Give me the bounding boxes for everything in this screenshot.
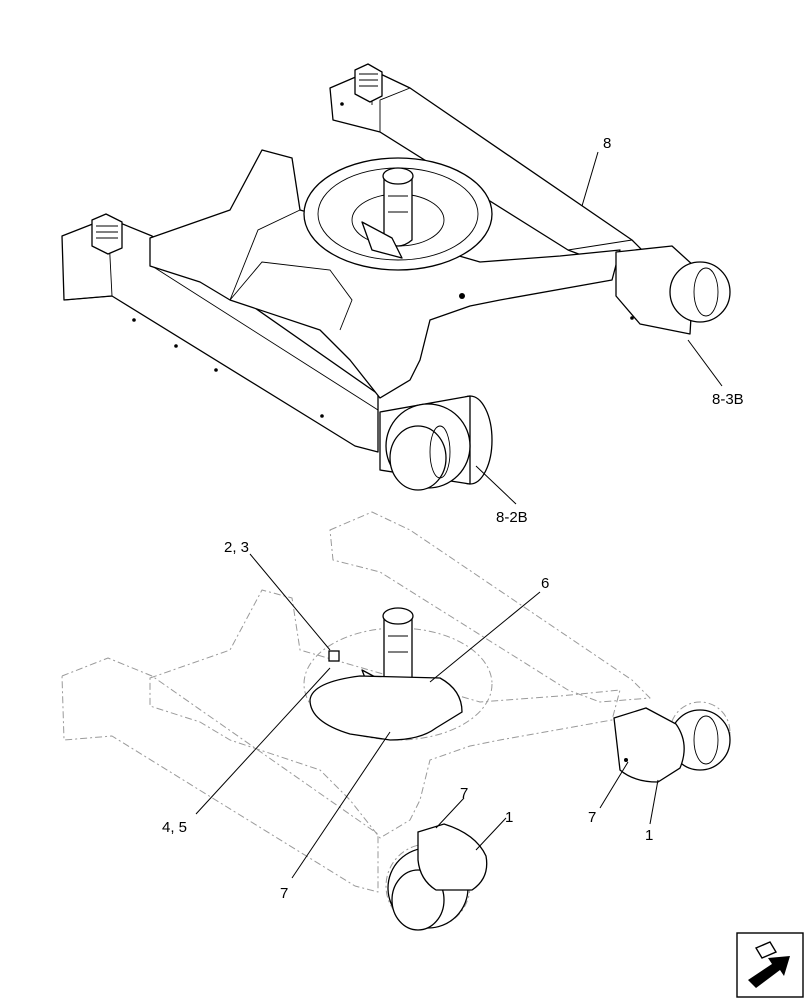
callout-8: 8 <box>603 135 611 152</box>
callout-labels: 8 8-3B 8-2B 2, 3 6 4, 5 7 7 1 7 1 <box>162 135 744 902</box>
callout-1-right: 1 <box>645 827 653 844</box>
next-page-arrow-icon[interactable] <box>736 932 804 998</box>
undercarriage-frame-assembly <box>61 63 731 491</box>
callout-7-right: 7 <box>588 809 596 826</box>
callout-7-bottom: 7 <box>460 785 468 802</box>
callout-4-5: 4, 5 <box>162 819 187 836</box>
front-cover-plate <box>417 823 488 891</box>
callout-8-3b: 8-3B <box>712 391 744 408</box>
bolt-washer <box>328 650 340 662</box>
center-under-cover <box>309 675 463 741</box>
callout-1-bottom: 1 <box>505 809 513 826</box>
callout-8-2b: 8-2B <box>496 509 528 526</box>
leader-lines <box>195 151 723 879</box>
callout-6: 6 <box>541 575 549 592</box>
callout-7-center: 7 <box>280 885 288 902</box>
rear-cover-plate <box>613 707 685 783</box>
callout-2-3: 2, 3 <box>224 539 249 556</box>
